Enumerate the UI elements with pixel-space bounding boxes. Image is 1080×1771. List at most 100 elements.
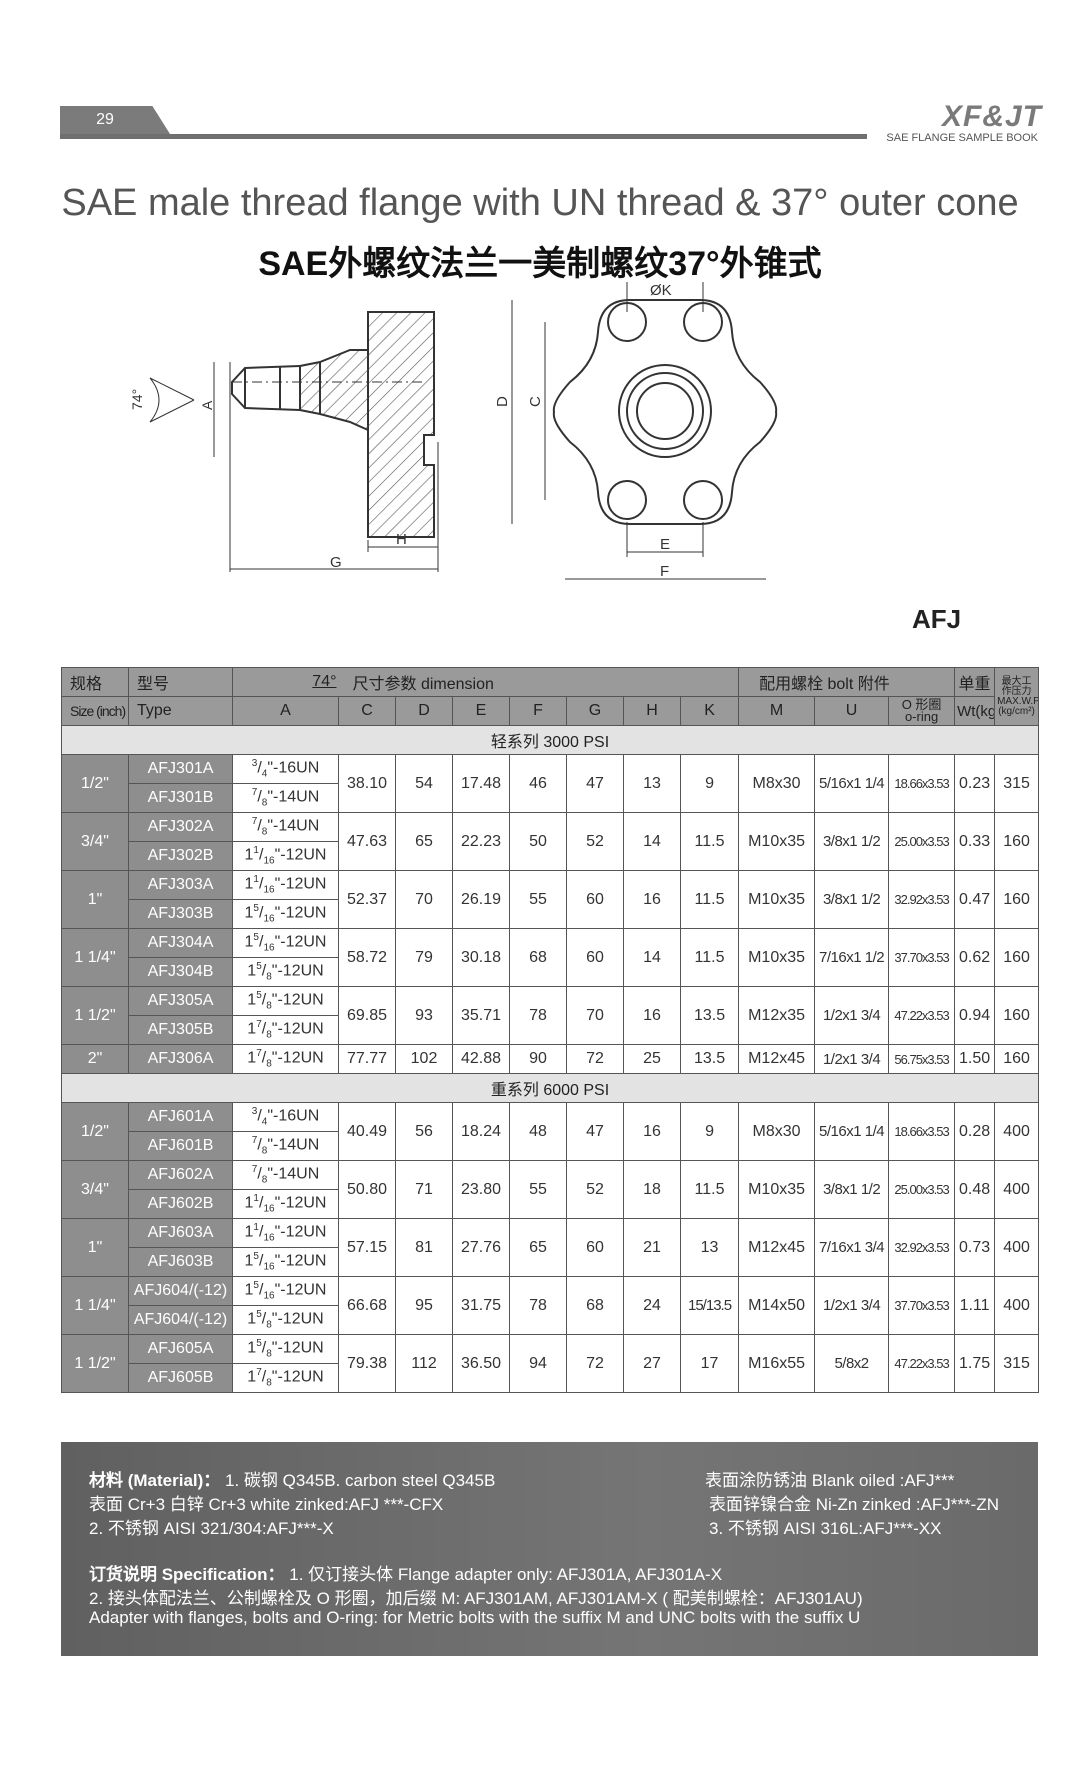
dim-g-cell: 60 — [566, 870, 624, 929]
hdr-e: E — [452, 696, 510, 726]
dim-c-cell: 38.10 — [338, 754, 396, 813]
bolt-m-cell: M12x35 — [738, 986, 816, 1045]
dim-h-cell: 24 — [623, 1276, 681, 1335]
bolt-m-cell: M10x35 — [738, 870, 816, 929]
hdr-u: U — [814, 696, 890, 726]
pressure-cell: 315 — [994, 1334, 1040, 1393]
size-cell: 2" — [61, 1044, 129, 1074]
type-cell: AFJ306A — [128, 1044, 233, 1074]
dim-e-cell: 18.24 — [452, 1102, 510, 1161]
bolt-m-cell: M10x35 — [738, 928, 816, 987]
dim-c-cell: 57.15 — [338, 1218, 396, 1277]
bolt-u-cell: 5/16x1 1/4 — [814, 1102, 890, 1161]
dim-e-cell: 26.19 — [452, 870, 510, 929]
dim-g-cell: 70 — [566, 986, 624, 1045]
pressure-cell: 400 — [994, 1102, 1040, 1161]
pressure-cell: 160 — [994, 870, 1040, 929]
hdr-size-cn: 规格 — [61, 667, 129, 697]
size-cell: 3/4" — [61, 812, 129, 871]
bolt-m-cell: M16x55 — [738, 1334, 816, 1393]
thread-cell: 15/16"-12UN — [232, 899, 339, 929]
weight-cell: 1.11 — [954, 1276, 996, 1335]
surface-line-1: 表面涂防锈油 Blank oiled :AFJ*** — [705, 1471, 955, 1490]
type-cell: AFJ602B — [128, 1189, 233, 1219]
dim-f-cell: 78 — [509, 986, 567, 1045]
dim-h-cell: 25 — [623, 1044, 681, 1074]
section-heavy: 重系列 6000 PSI — [60, 1073, 1040, 1103]
type-cell: AFJ605A — [128, 1334, 233, 1364]
dim-d-cell: 81 — [395, 1218, 453, 1277]
thread-cell: 11/16"-12UN — [232, 841, 339, 871]
thread-cell: 7/8"-14UN — [232, 1131, 339, 1161]
table-row: AFJ604/(-12)15/8"-12UN — [62, 1305, 1039, 1335]
dim-g-cell: 72 — [566, 1334, 624, 1393]
hdr-m: M — [738, 696, 816, 726]
weight-cell: 0.73 — [954, 1218, 996, 1277]
bolt-u-cell: 3/8x1 1/2 — [814, 870, 890, 929]
dim-h-cell: 13 — [623, 754, 681, 813]
pressure-cell: 160 — [994, 812, 1040, 871]
dim-k-cell: 11.5 — [679, 812, 740, 871]
hdr-type-cn: 型号 — [128, 667, 233, 697]
dim-f-cell: 68 — [509, 928, 567, 987]
dim-g-cell: 72 — [566, 1044, 624, 1074]
thread-cell: 11/16"-12UN — [232, 1189, 339, 1219]
side-dims — [149, 362, 439, 572]
thread-cell: 15/8"-12UN — [232, 1305, 339, 1335]
dim-d: D — [494, 396, 511, 407]
dim-e-cell: 30.18 — [452, 928, 510, 987]
dim-k-cell: 11.5 — [679, 928, 740, 987]
dim-e-cell: 27.76 — [452, 1218, 510, 1277]
front-view — [552, 299, 778, 525]
thread-cell: 17/8"-12UN — [232, 1363, 339, 1393]
spec-line-3: Adapter with flanges, bolts and O-ring: … — [89, 1608, 861, 1627]
thread-cell: 15/16"-12UN — [232, 928, 339, 958]
bolt-u-cell: 3/8x1 1/2 — [814, 812, 890, 871]
angle-label: 74° — [130, 389, 145, 410]
type-cell: AFJ302A — [128, 812, 233, 842]
page-tab — [60, 106, 170, 134]
weight-cell: 0.47 — [954, 870, 996, 929]
pressure-cell: 315 — [994, 754, 1040, 813]
type-cell: AFJ604/(-12) — [128, 1276, 233, 1306]
dim-k-cell: 9 — [679, 754, 740, 813]
bolt-m-cell: M14x50 — [738, 1276, 816, 1335]
size-cell: 1 1/2" — [61, 986, 129, 1045]
thread-cell: 15/16"-12UN — [232, 1247, 339, 1277]
page-number: 29 — [96, 111, 114, 128]
model-label: AFJ — [912, 604, 962, 634]
weight-cell: 0.94 — [954, 986, 996, 1045]
dim-e-cell: 23.80 — [452, 1160, 510, 1219]
dim-e-cell: 22.23 — [452, 812, 510, 871]
surface-line-2: 表面锌镍合金 Ni-Zn zinked :AFJ***-ZN — [709, 1495, 999, 1514]
oring-cell: 56.75x3.53 — [888, 1044, 956, 1074]
dim-f-cell: 55 — [509, 1160, 567, 1219]
size-cell: 3/4" — [61, 1160, 129, 1219]
dim-f-cell: 48 — [509, 1102, 567, 1161]
dim-f-cell: 55 — [509, 870, 567, 929]
light-series: 轻系列 3000 PSI — [60, 725, 1040, 755]
thread-cell: 3/4"-16UN — [232, 1102, 339, 1132]
footer-notes: 材料 (Material)： 1. 碳钢 Q345B. carbon steel… — [61, 1442, 1038, 1656]
bolt-u-cell: 1/2x1 3/4 — [814, 986, 890, 1045]
dim-f-cell: 65 — [509, 1218, 567, 1277]
dim-g-cell: 52 — [566, 1160, 624, 1219]
dim-g-cell: 52 — [566, 812, 624, 871]
oring-cell: 25.00x3.53 — [888, 1160, 956, 1219]
bolt-m-cell: M8x30 — [738, 754, 816, 813]
weight-cell: 1.75 — [954, 1334, 996, 1393]
type-cell: AFJ303B — [128, 899, 233, 929]
bolt-u-cell: 1/2x1 3/4 — [814, 1044, 890, 1074]
type-cell: AFJ603B — [128, 1247, 233, 1277]
thread-cell: 15/8"-12UN — [232, 986, 339, 1016]
